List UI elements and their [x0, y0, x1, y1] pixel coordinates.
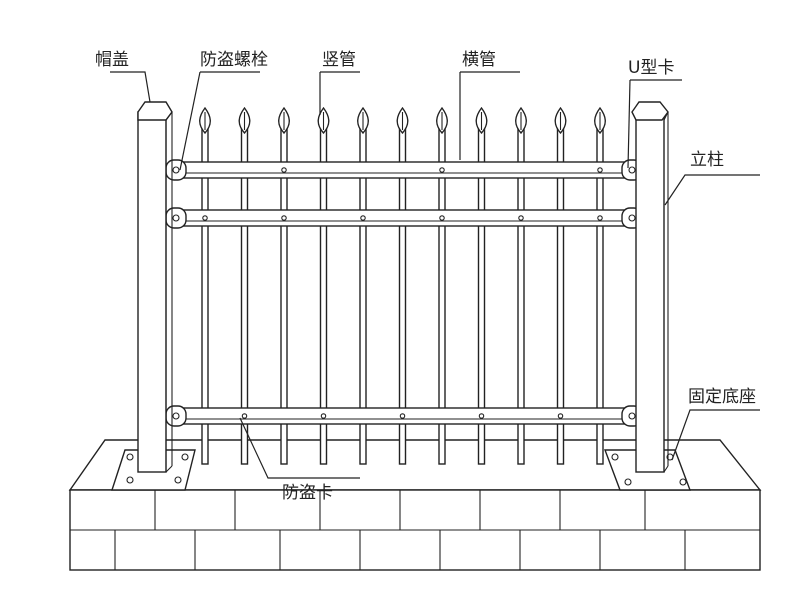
leader-lines	[110, 71, 760, 479]
picket	[396, 106, 409, 465]
rail-group	[165, 159, 643, 427]
antitheft-clip-dot	[597, 215, 603, 221]
antitheft-clip-dot	[439, 167, 445, 173]
picket	[238, 106, 251, 465]
picket	[278, 106, 290, 465]
antitheft-clip-dot	[281, 167, 287, 173]
picket	[199, 106, 211, 465]
picket	[357, 106, 369, 465]
label-u-clip: U型卡	[628, 58, 674, 78]
antitheft-clip-dot	[320, 413, 327, 419]
label-base: 固定底座	[688, 387, 756, 407]
u-clip	[165, 207, 187, 229]
antitheft-clip-dot	[202, 215, 208, 221]
label-vertical-tube: 竖管	[322, 50, 356, 70]
antitheft-clip-dot	[241, 413, 248, 419]
rail	[165, 405, 643, 427]
picket	[594, 106, 606, 465]
picket	[317, 106, 330, 465]
picket	[515, 106, 527, 465]
rail	[165, 207, 643, 229]
antitheft-clip-dot	[518, 215, 524, 221]
antitheft-clip-dot	[360, 215, 366, 221]
labels: 帽盖 防盗螺栓 竖管 横管 U型卡 立柱 固定底座 防盗卡	[95, 50, 756, 503]
antitheft-clip-dot	[399, 413, 406, 419]
label-antitheft-clip: 防盗卡	[282, 483, 333, 503]
antitheft-clip-dot	[557, 413, 564, 419]
label-horizontal-tube: 横管	[462, 50, 496, 70]
u-clip	[165, 159, 187, 181]
picket	[554, 106, 567, 465]
post-right	[631, 101, 669, 473]
picket	[436, 106, 448, 465]
rail	[165, 159, 643, 181]
label-antitheft-bolt: 防盗螺栓	[200, 50, 268, 70]
post-left	[137, 101, 173, 473]
picket-group	[199, 106, 606, 465]
antitheft-clip-dot	[281, 215, 287, 221]
picket	[475, 106, 488, 465]
antitheft-clip-dot	[439, 215, 445, 221]
antitheft-clip-dot	[478, 413, 485, 419]
antitheft-clip-dot	[597, 167, 603, 173]
label-post: 立柱	[690, 150, 724, 170]
label-cap: 帽盖	[95, 50, 129, 70]
u-clip	[165, 405, 187, 427]
